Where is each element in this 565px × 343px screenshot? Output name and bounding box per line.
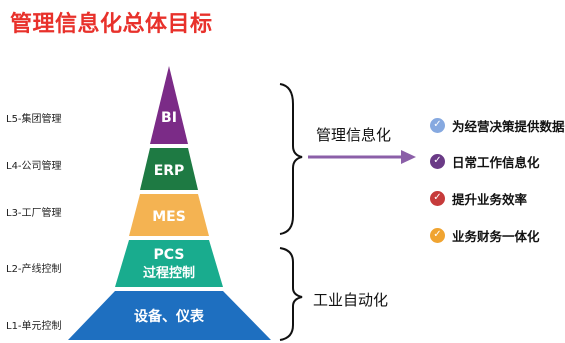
check-circle-icon: ✓ (430, 190, 445, 206)
level-label-l4: L4-公司管理 (6, 161, 62, 172)
pyramid-label-devices: 设备、仪表 (134, 308, 205, 325)
pyramid-layer-devices (68, 291, 271, 340)
level-label-l1: L1-单元控制 (6, 321, 62, 332)
level-label-l3: L3-工厂管理 (6, 208, 62, 219)
pyramid-layer-bi (150, 66, 188, 144)
page-title: 管理信息化总体目标 (10, 12, 213, 37)
pyramid-label-bi: BI (161, 110, 177, 126)
goal-text: 提升业务效率 (452, 191, 528, 207)
goal-item-decision-data: ✓ 为经营决策提供数据 (430, 115, 565, 135)
pyramid-label-mes: MES (152, 209, 186, 225)
pyramid-label-pcs-sub: 过程控制 (143, 265, 195, 281)
pyramid-label-erp: ERP (154, 163, 185, 179)
goal-item-efficiency: ✓ 提升业务效率 (430, 188, 527, 208)
management-bracket (279, 83, 303, 235)
goal-text: 日常工作信息化 (452, 154, 540, 170)
management-label: 管理信息化 (316, 126, 392, 144)
automation-bracket (279, 247, 303, 341)
pyramid-layer-mes (129, 194, 209, 236)
level-label-l5: L5-集团管理 (6, 114, 62, 125)
automation-label: 工业自动化 (313, 291, 389, 309)
pyramid-label-pcs: PCS (154, 247, 185, 263)
check-circle-icon: ✓ (430, 227, 445, 243)
goal-item-finance-integration: ✓ 业务财务一体化 (430, 225, 540, 245)
check-circle-icon: ✓ (430, 117, 445, 133)
pyramid-layer-pcs (115, 240, 223, 287)
check-circle-icon: ✓ (430, 153, 445, 169)
arrow-head (401, 150, 416, 164)
pyramid-layer-erp (140, 148, 198, 190)
level-label-l2: L2-产线控制 (6, 264, 62, 275)
goal-text: 为经营决策提供数据 (452, 118, 565, 134)
goal-text: 业务财务一体化 (452, 228, 540, 244)
goal-item-daily-work: ✓ 日常工作信息化 (430, 151, 540, 171)
